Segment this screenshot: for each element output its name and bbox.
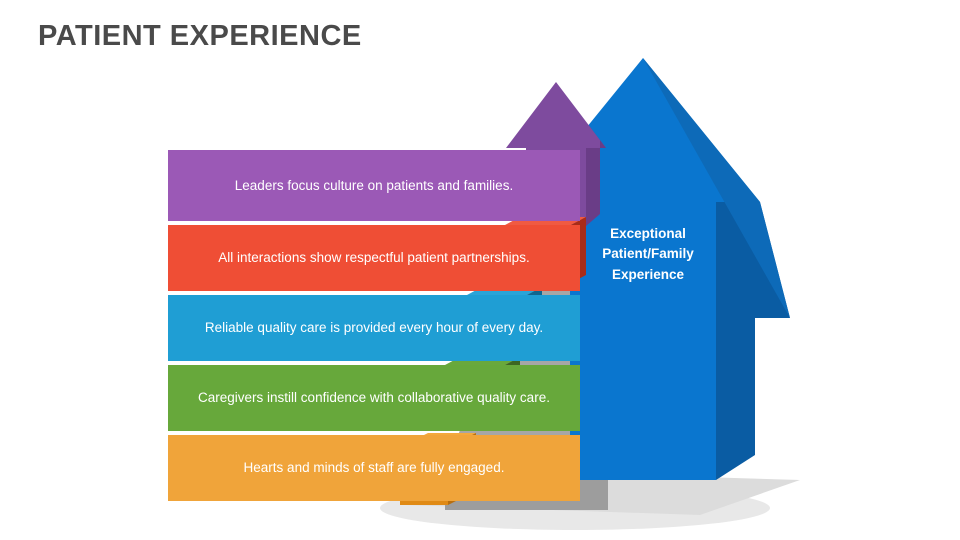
outcome-label: Exceptional Patient/Family Experience <box>588 224 708 285</box>
page-title: PATIENT EXPERIENCE <box>38 20 362 52</box>
step-bar-3[interactable]: Reliable quality care is provided every … <box>168 295 580 361</box>
step-label-2: Caregivers instill confidence with colla… <box>198 390 550 406</box>
step-label-1: Hearts and minds of staff are fully enga… <box>243 460 505 476</box>
step-bar-2[interactable]: Caregivers instill confidence with colla… <box>168 365 580 431</box>
step-label-3: Reliable quality care is provided every … <box>204 320 544 336</box>
step-bar-1[interactable]: Hearts and minds of staff are fully enga… <box>168 435 580 501</box>
step-bar-4[interactable]: All interactions show respectful patient… <box>168 225 580 291</box>
outcome-arrow-bevel <box>643 58 790 318</box>
outcome-label-line2: Patient/Family <box>602 246 694 262</box>
top-arrow-purple-shade <box>556 82 606 226</box>
outcome-label-line1: Exceptional <box>610 226 686 241</box>
step-label-4: All interactions show respectful patient… <box>218 250 530 266</box>
outcome-label-line3: Experience <box>611 266 685 282</box>
step-label-5: Leaders focus culture on patients and fa… <box>234 177 514 193</box>
step-bar-5[interactable]: Leaders focus culture on patients and fa… <box>168 150 580 221</box>
